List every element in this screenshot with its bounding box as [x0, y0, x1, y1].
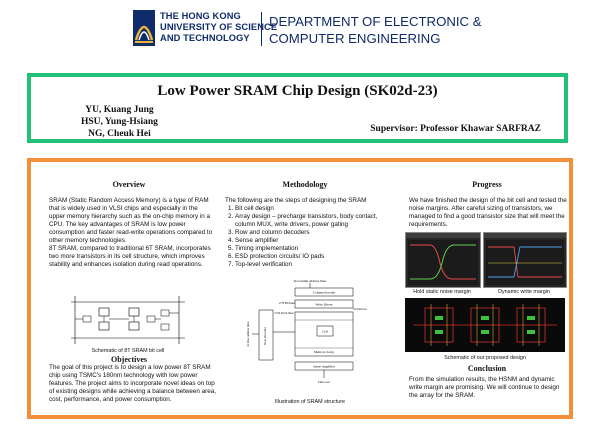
proposed-design-schematic [405, 298, 565, 352]
list-item: Timing implementation [235, 245, 395, 253]
overview-heading: Overview [112, 180, 146, 189]
dynamic-write-margin-plot [483, 232, 567, 288]
list-item: Array design – precharge transistors, bo… [235, 213, 395, 229]
list-item: Sense amplifier [235, 237, 395, 245]
header: THE HONG KONG UNIVERSITY OF SCIENCE AND … [0, 0, 600, 62]
list-item: ESD protection circuits/ IO pads [235, 253, 395, 261]
list-item: Row and column decoders [235, 229, 395, 237]
overview-text: SRAM (Static Random Access Memory) is a … [49, 197, 213, 268]
author: YU, Kuang Jung [85, 105, 154, 115]
conclusion-text: From the simulation results, the HSNM an… [409, 376, 560, 399]
addr-lines-label: In Row address lines [246, 321, 250, 347]
data-out-label: Data out [318, 380, 330, 384]
author: NG, Cheuk Hei [88, 129, 151, 139]
department-name: DEPARTMENT OF ELECTRONIC & COMPUTER ENGI… [269, 14, 482, 46]
sram-structure-diagram: In Column address lines Column decoder 2… [237, 276, 383, 392]
write-margin-caption: Dynamic write margin [498, 289, 550, 295]
supervisor: Supervisor: Professor Khawar SARFRAZ [370, 124, 541, 134]
title-panel: Low Power SRAM Chip Design (SK02d-23) YU… [27, 73, 568, 143]
row-decoder-label: Row Decoder [263, 326, 267, 345]
author: HSU, Yung-Hsiang [81, 117, 158, 127]
sense-amp-label: Sense Amplifier [313, 365, 336, 369]
list-item: Top-level verification [235, 261, 395, 269]
write-driver-label: Write Driver [315, 303, 333, 307]
university-logo [133, 10, 155, 46]
bitlines-label: 2^N Bit lines [279, 301, 296, 305]
conclusion-heading: Conclusion [467, 364, 507, 373]
cell-label: Cell [322, 330, 328, 334]
wordlines-label: 2^M Word lines [274, 311, 294, 315]
objectives-text: The goal of this project is to design a … [49, 364, 216, 403]
col-addr-label: In Column address lines [294, 279, 328, 283]
progress-heading: Progress [472, 180, 502, 189]
bitcell-schematic [69, 292, 187, 348]
design-caption: Schematic of our proposed design [444, 355, 526, 361]
objectives-heading: Objectives [111, 355, 147, 364]
university-name: THE HONG KONG UNIVERSITY OF SCIENCE AND … [160, 11, 278, 43]
methodology-heading: Methodology [282, 180, 328, 189]
methodology-steps: Bit cell design Array design – precharge… [225, 205, 395, 269]
structure-caption: Illustration of SRAM structure [274, 399, 346, 405]
header-divider [261, 12, 262, 46]
hold-snm-plot [405, 232, 481, 288]
poster-title: Low Power SRAM Chip Design (SK02d-23) [157, 83, 438, 99]
col-decoder-label: Column decoder [313, 291, 336, 295]
memory-array-label: Memory Array [314, 350, 335, 354]
methodology-text: The following are the steps of designing… [225, 197, 395, 269]
hold-snm-caption: Hold static noise margin [413, 289, 471, 295]
content-panel: Overview SRAM (Static Random Access Memo… [27, 158, 573, 419]
list-item: Bit cell design [235, 205, 395, 213]
data-in-label: Data in [357, 307, 367, 311]
bitcell-caption: Schematic of 8T SRAM bit cell [91, 348, 165, 354]
author-list: YU, Kuang Jung HSU, Yung-Hsiang NG, Cheu… [81, 104, 158, 140]
progress-text: We have finished the design of the bit c… [409, 197, 567, 228]
